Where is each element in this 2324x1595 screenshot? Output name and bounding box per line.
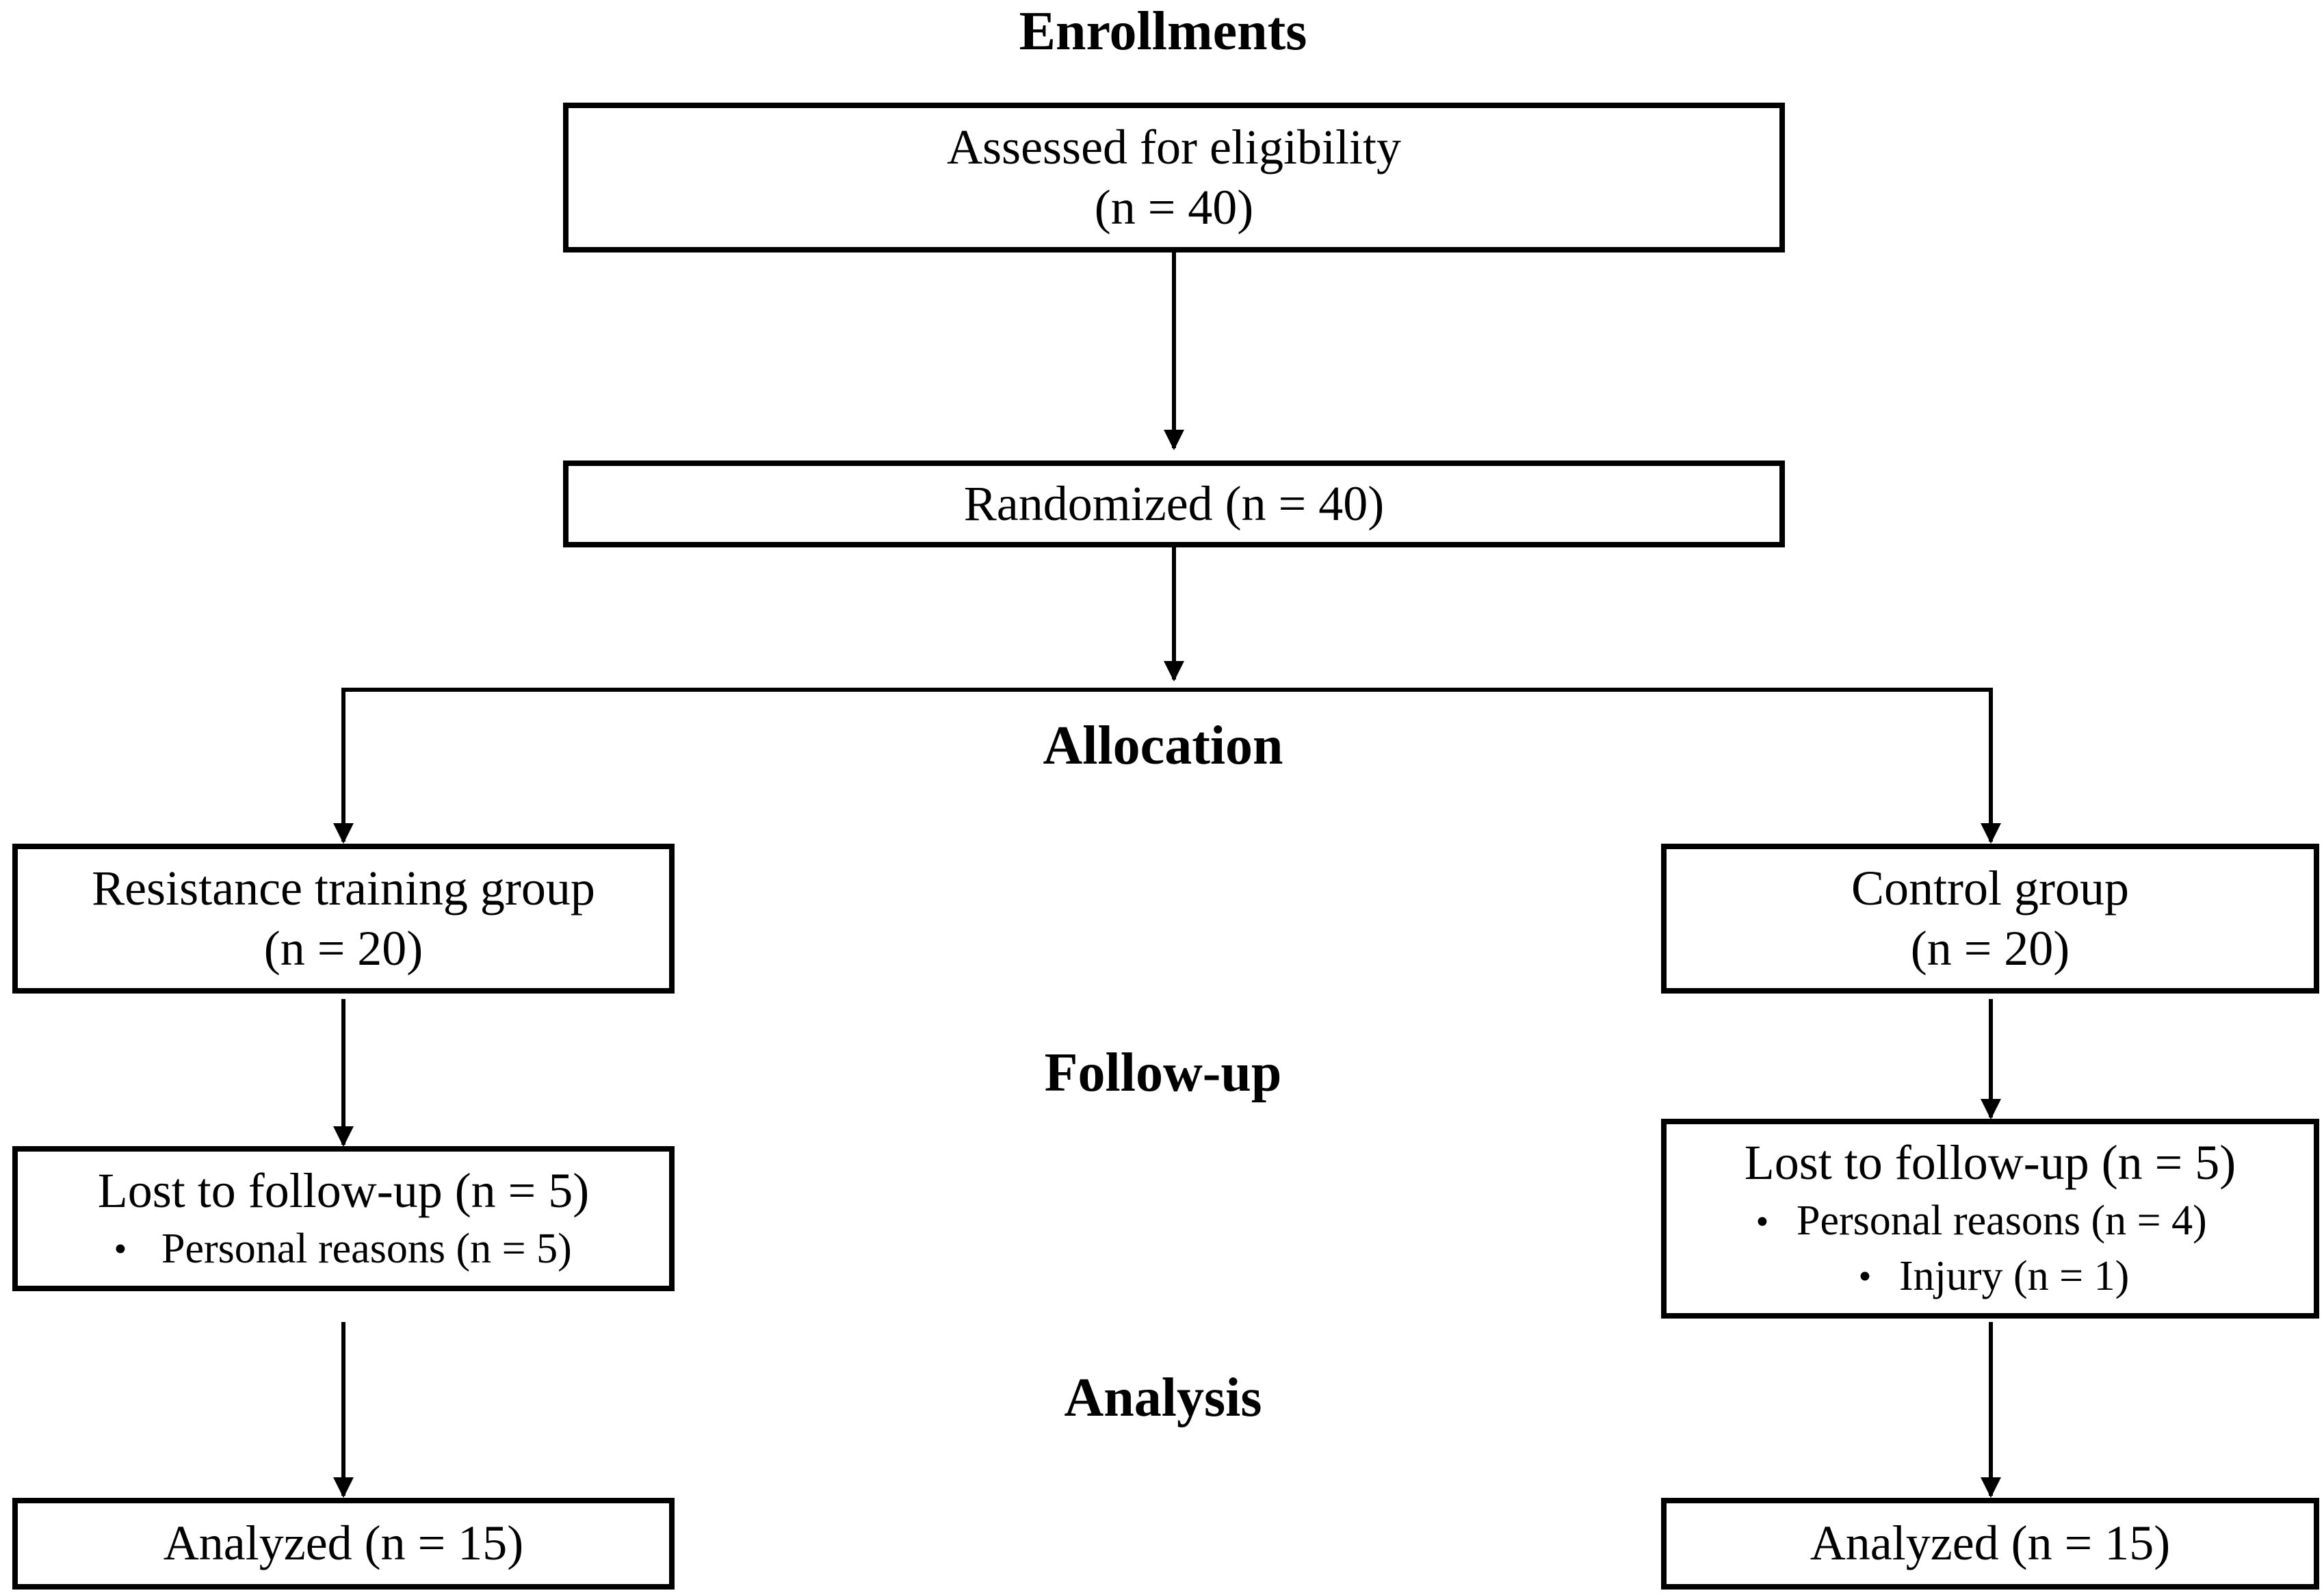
assessed-box: Assessed for eligibility (n = 40) xyxy=(563,103,1785,252)
reason-text: Injury (n = 1) xyxy=(1899,1252,2130,1299)
branch-left-connector xyxy=(333,688,1174,844)
branch-right-connector xyxy=(1174,688,2001,844)
randomized-label: Randomized (n = 40) xyxy=(963,476,1385,531)
phase-label-allocation: Allocation xyxy=(1043,716,1283,776)
randomized-box: Randomized (n = 40) xyxy=(563,461,1785,547)
control-group-title: Control group xyxy=(1851,860,2129,916)
resistance-lost-reasons: • Personal reasons (n = 5) xyxy=(18,1221,669,1277)
control-group-count: (n = 20) xyxy=(1910,920,2070,976)
reason-text: Personal reasons (n = 5) xyxy=(161,1225,572,1272)
list-item: • Injury (n = 1) xyxy=(1667,1249,2314,1304)
phase-label-analysis: Analysis xyxy=(1064,1368,1262,1428)
control-lost-title: Lost to follow-up (n = 5) xyxy=(1744,1135,2236,1191)
list-item: • Personal reasons (n = 5) xyxy=(18,1221,669,1277)
bullet-marker: • xyxy=(1858,1256,1872,1297)
list-item: • Personal reasons (n = 4) xyxy=(1667,1193,2314,1249)
bullet-marker: • xyxy=(114,1228,127,1269)
resistance-lost-title: Lost to follow-up (n = 5) xyxy=(97,1163,590,1218)
resistance-group-box: Resistance training group (n = 20) xyxy=(12,844,675,994)
bullet-marker: • xyxy=(1755,1200,1769,1242)
assessed-title: Assessed for eligibility xyxy=(947,119,1401,174)
resistance-lost-box: Lost to follow-up (n = 5) • Personal rea… xyxy=(12,1146,675,1291)
control-lost-box: Lost to follow-up (n = 5) • Personal rea… xyxy=(1661,1119,2319,1319)
resistance-group-title: Resistance training group xyxy=(92,860,595,916)
control-analyzed-box: Analyzed (n = 15) xyxy=(1661,1498,2319,1590)
assessed-count: (n = 40) xyxy=(1094,179,1254,235)
resistance-analyzed-label: Analyzed (n = 15) xyxy=(163,1516,524,1571)
phase-label-enrollments: Enrollments xyxy=(1019,1,1307,62)
control-lost-reasons: • Personal reasons (n = 4) • Injury (n =… xyxy=(1667,1193,2314,1304)
phase-label-follow-up: Follow-up xyxy=(1044,1043,1282,1103)
reason-text: Personal reasons (n = 4) xyxy=(1797,1197,2207,1245)
control-group-box: Control group (n = 20) xyxy=(1661,844,2319,994)
resistance-group-count: (n = 20) xyxy=(263,920,423,976)
control-analyzed-label: Analyzed (n = 15) xyxy=(1810,1516,2171,1571)
resistance-analyzed-box: Analyzed (n = 15) xyxy=(12,1498,675,1590)
